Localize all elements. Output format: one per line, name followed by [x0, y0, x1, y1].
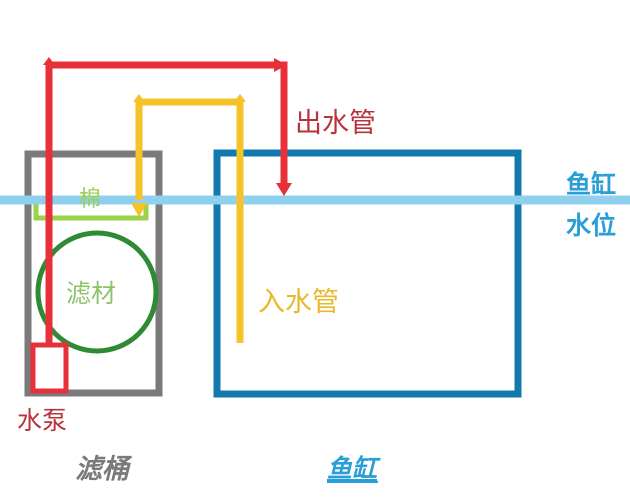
filter-media-label: 滤材 — [66, 279, 116, 308]
inlet-arrow-down — [131, 203, 147, 217]
water-level-label-line1: 鱼缸 — [566, 170, 616, 199]
outlet-arrow-left — [43, 57, 55, 65]
outlet-arrow-right — [274, 58, 287, 72]
filter-bucket — [24, 150, 163, 397]
inlet-arrow-right — [234, 94, 246, 102]
inlet-pipe-label: 入水管 — [258, 287, 339, 318]
outlet-arrow-down — [276, 183, 292, 196]
cotton-label: 棉 — [79, 187, 101, 212]
water-level-label-line2: 水位 — [566, 211, 616, 240]
fish-tank — [213, 149, 522, 398]
pump — [30, 342, 69, 394]
fish-tank-caption: 鱼缸 — [327, 454, 381, 483]
filter-media — [35, 230, 159, 354]
inlet-arrow-left — [133, 94, 145, 102]
cotton-layer — [33, 196, 149, 221]
filter-bucket-caption: 滤桶 — [75, 454, 133, 485]
outlet-pipe-label: 出水管 — [295, 108, 376, 139]
outlet-pipe — [45, 61, 288, 345]
pump-label: 水泵 — [17, 406, 67, 435]
inlet-pipe — [135, 98, 244, 343]
